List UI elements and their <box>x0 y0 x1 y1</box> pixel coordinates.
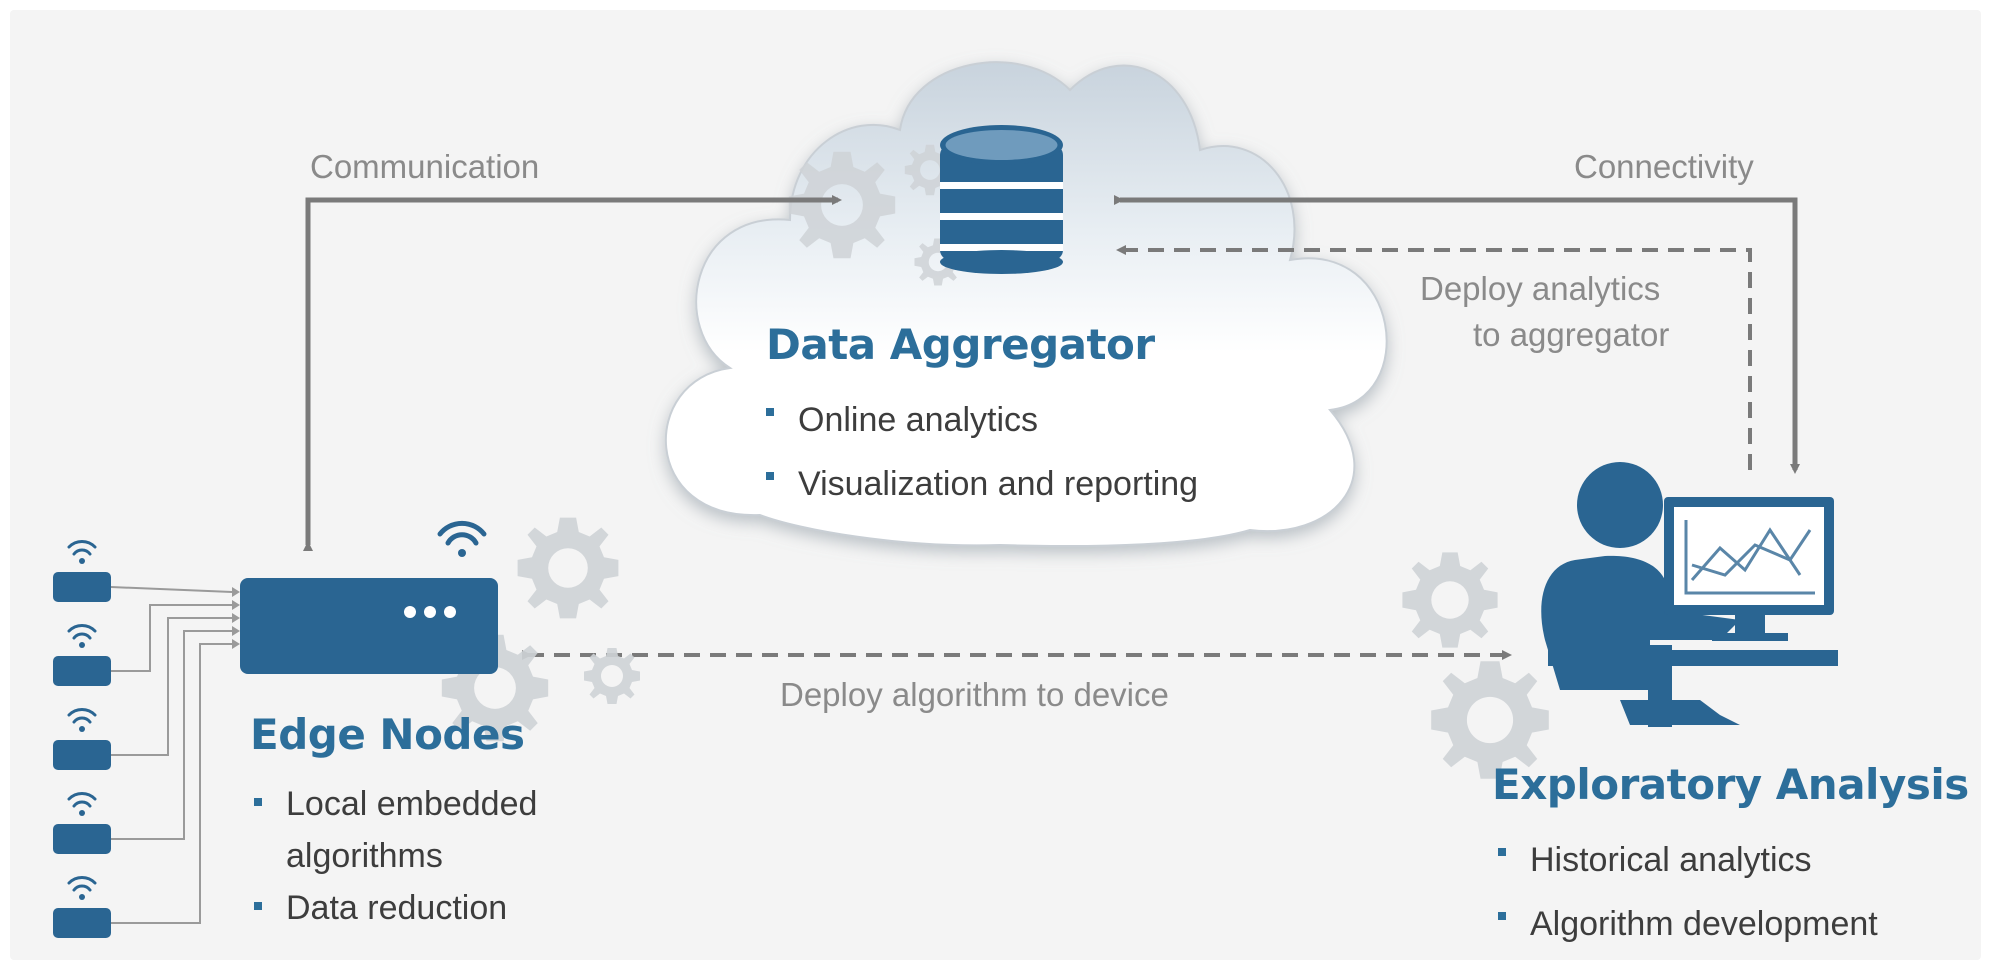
sensor-connection-lines <box>110 586 233 924</box>
communication-label: Communication <box>310 148 540 185</box>
exploratory-bullet: Algorithm development <box>1492 892 1878 956</box>
aggregator-bullet: Visualization and reporting <box>760 452 1198 516</box>
connectivity-arrow <box>1114 195 1800 474</box>
edge-bullet-list: Local embedded algorithms Data reduction <box>248 778 537 934</box>
edge-bullet-continuation: algorithms <box>286 837 443 875</box>
sensor-group <box>53 540 240 938</box>
database-icon <box>940 125 1063 274</box>
edge-bullet: Local embedded <box>248 778 537 830</box>
user-at-computer-icon <box>1541 462 1838 727</box>
wifi-icon <box>437 520 487 557</box>
edge-device-icon <box>240 578 498 674</box>
aggregator-bullet-list: Online analytics Visualization and repor… <box>760 388 1198 516</box>
deploy-aggregator-arrow <box>1116 245 1752 470</box>
chart-monitor-icon <box>1664 497 1834 641</box>
edge-title: Edge Nodes <box>250 710 525 759</box>
aggregator-title: Data Aggregator <box>766 320 1155 369</box>
exploratory-bullet: Historical analytics <box>1492 828 1878 892</box>
deploy-aggregator-label-line2: to aggregator <box>1473 316 1670 353</box>
exploratory-title: Exploratory Analysis <box>1492 760 1969 809</box>
communication-arrow <box>303 195 842 551</box>
deploy-aggregator-label-line1: Deploy analytics <box>1420 270 1661 307</box>
sensor-icon <box>53 572 111 938</box>
aggregator-bullet: Online analytics <box>760 388 1198 452</box>
wifi-icon <box>67 540 97 892</box>
connectivity-label: Connectivity <box>1574 148 1754 185</box>
deploy-device-label: Deploy algorithm to device <box>780 676 1169 713</box>
exploratory-bullet-list: Historical analytics Algorithm developme… <box>1492 828 1878 956</box>
edge-bullet: Data reduction <box>248 882 537 934</box>
